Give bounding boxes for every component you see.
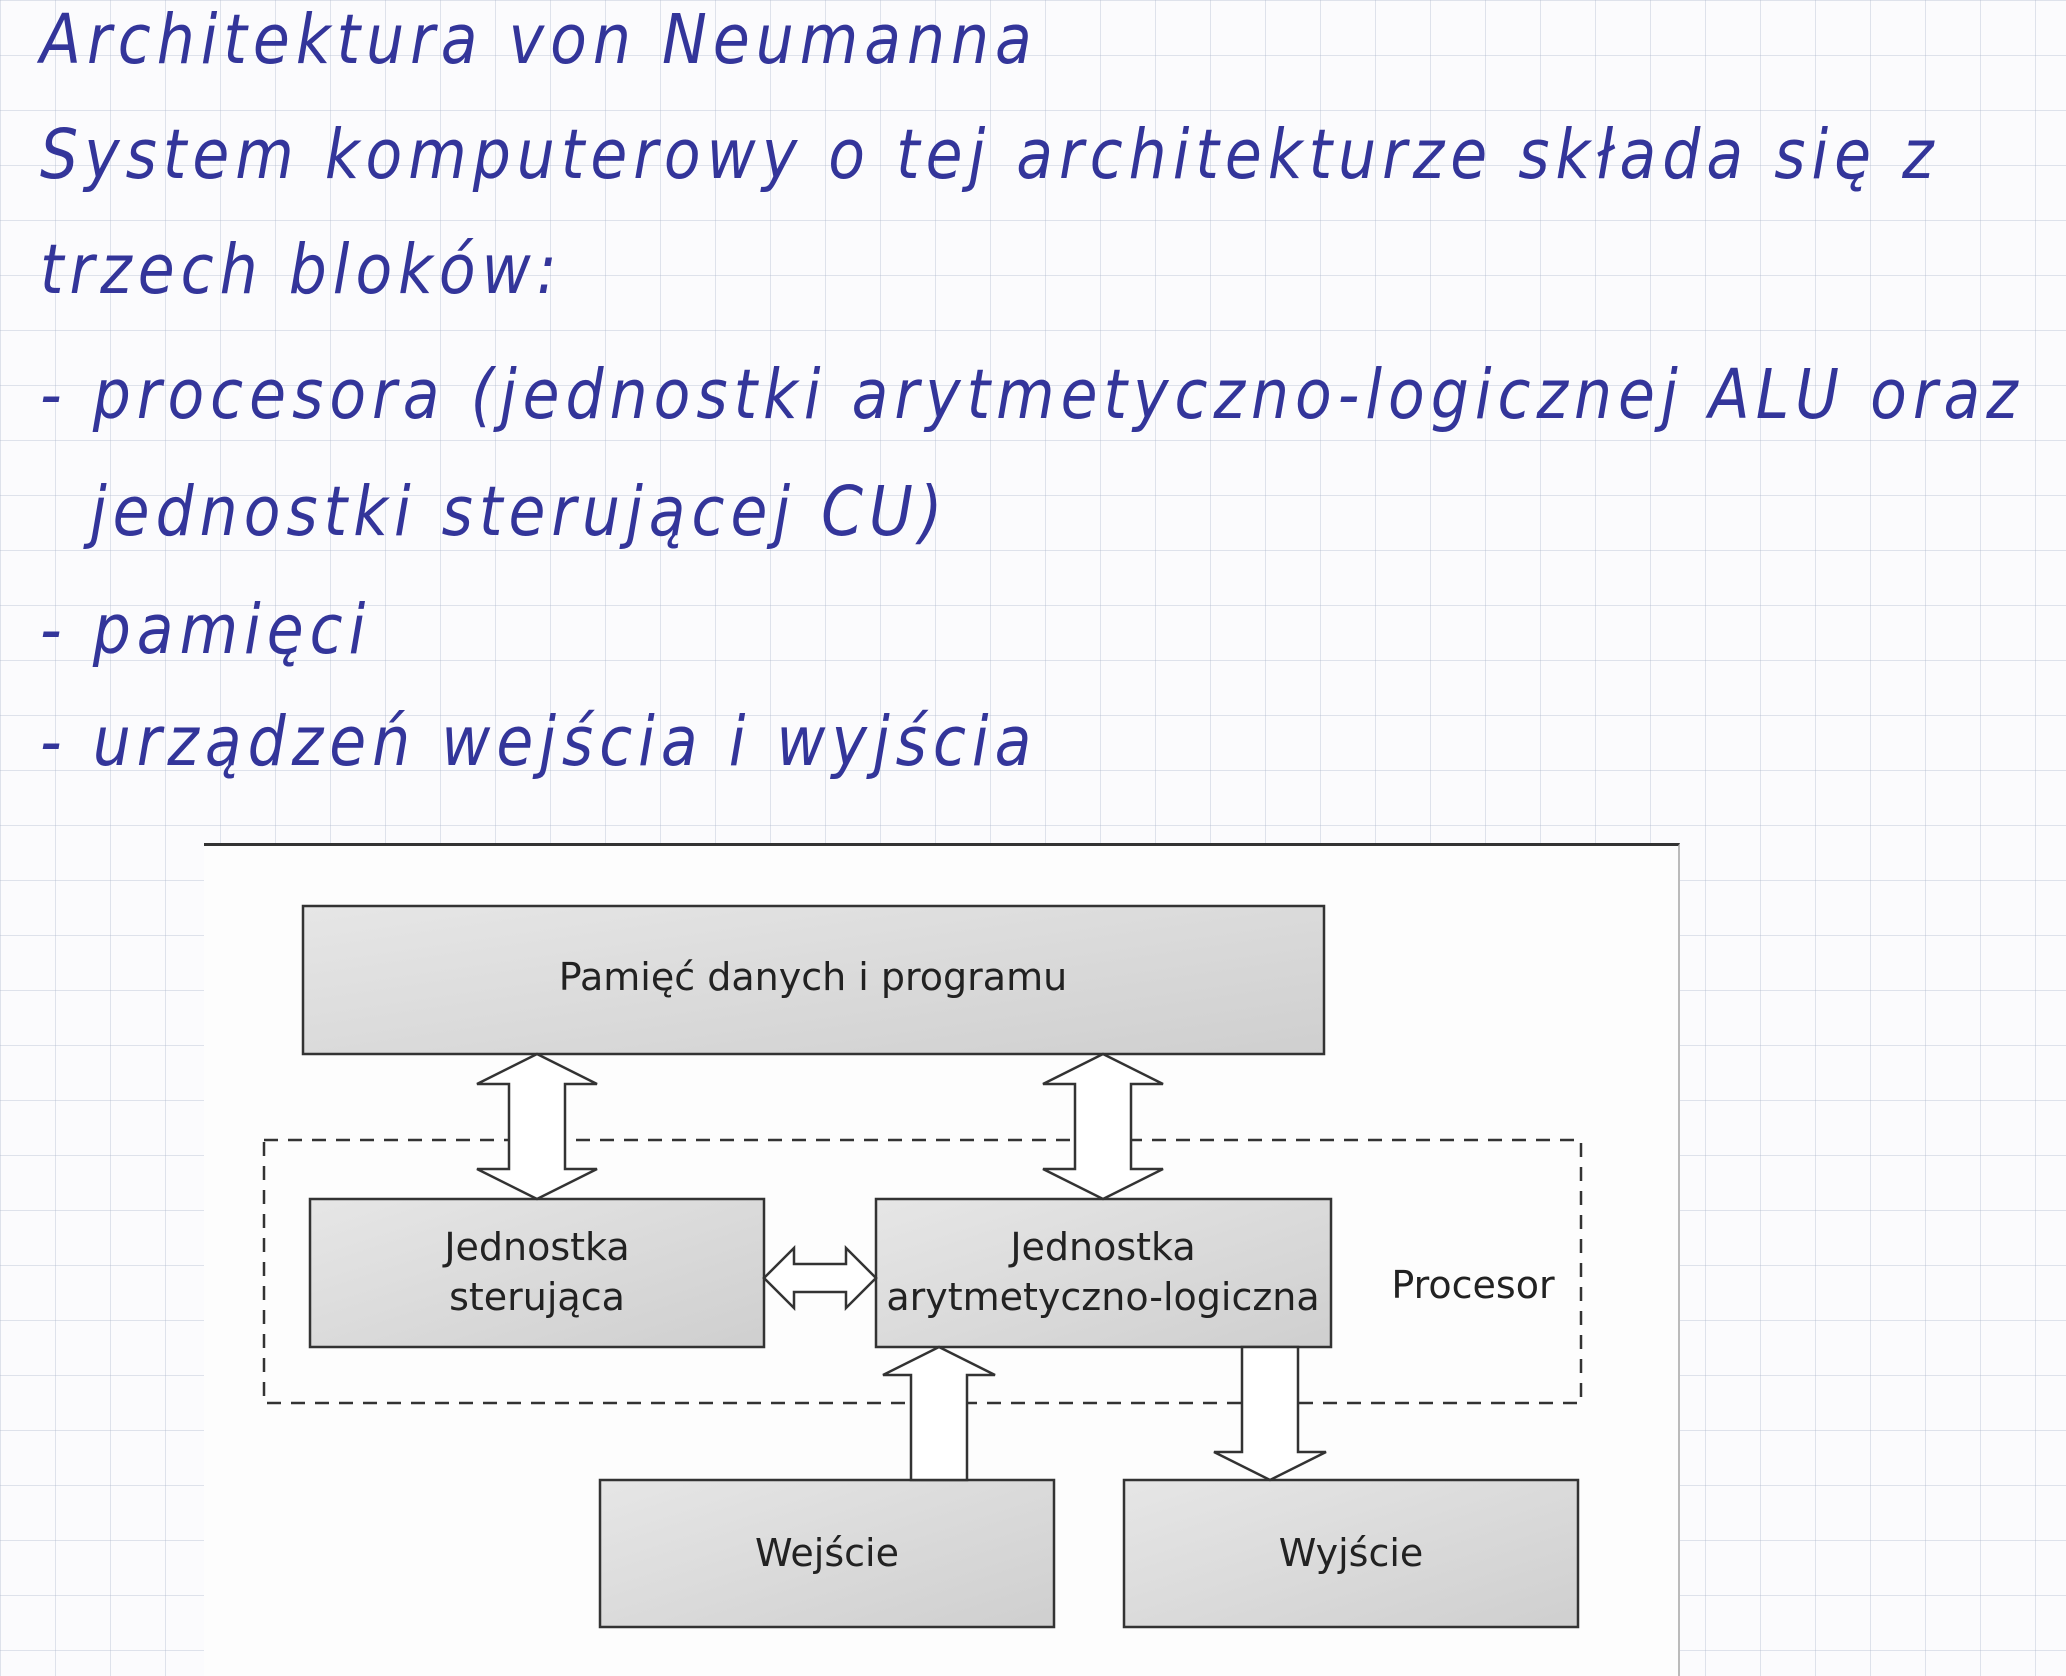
arrow-down-icon [1213,1345,1327,1482]
memory-label: Pamięć danych i programu [559,955,1067,999]
note-line: jednostki sterującej CU) [90,471,949,553]
arrow-up-icon [882,1345,996,1482]
note-line: - urządzeń wejścia i wyjścia [40,701,1038,783]
control-unit-label: sterująca [449,1275,625,1319]
alu-label: arytmetyczno-logiczna [886,1275,1319,1319]
control-unit-label: Jednostka [442,1225,629,1269]
alu-box [874,1197,1333,1349]
input-label: Wejście [755,1531,899,1575]
output-label: Wyjście [1279,1531,1424,1575]
memory-box [301,904,1326,1056]
processor-label: Procesor [1391,1263,1555,1307]
note-line: trzech bloków: [40,229,563,311]
note-title: Architektura von Neumanna [40,0,1038,80]
alu-label: Jednostka [1008,1225,1195,1269]
double-arrow-icon [476,1052,598,1201]
note-line: - pamięci [40,589,372,671]
note-line: System komputerowy o tej architekturze s… [40,114,1940,196]
double-arrow-icon [762,1244,878,1312]
double-arrow-icon [1042,1052,1164,1201]
note-line: - procesora (jednostki arytmetyczno-logi… [40,354,2024,436]
output-box [1122,1478,1580,1629]
input-box [598,1478,1056,1629]
control-unit-box [308,1197,766,1349]
